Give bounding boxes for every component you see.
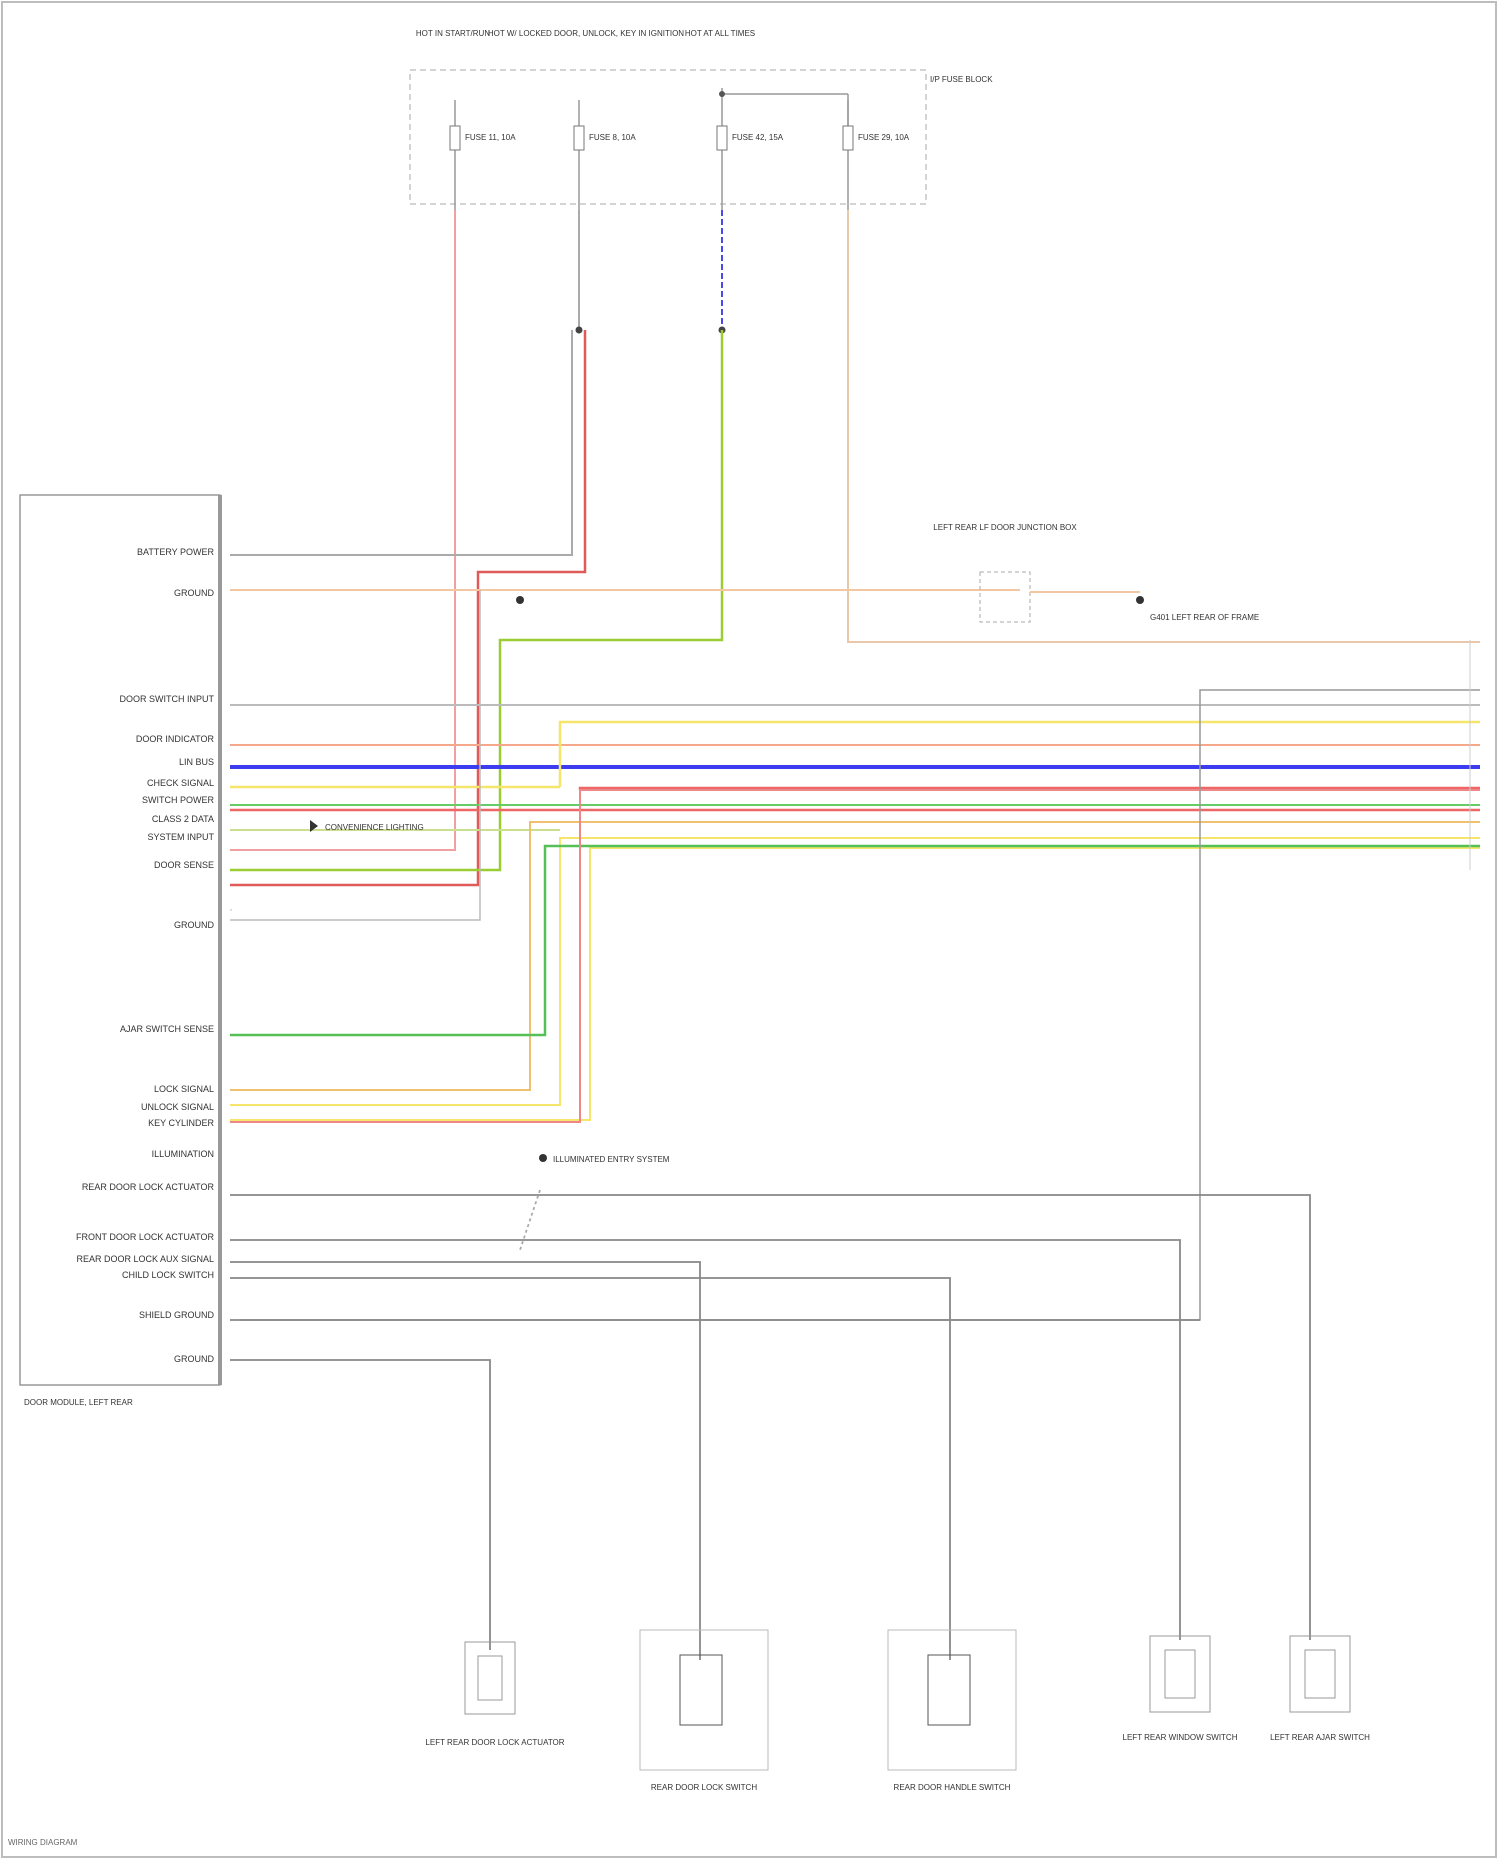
module-pin-label: CHECK SIGNAL (147, 778, 214, 788)
module-pin-label: CLASS 2 DATA (152, 814, 214, 824)
module-pin-label: CHILD LOCK SWITCH (122, 1270, 214, 1280)
module-pin-label: FRONT DOOR LOCK ACTUATOR (76, 1232, 215, 1242)
component-label-5: LEFT REAR AJAR SWITCH (1270, 1733, 1370, 1742)
fuse-4: FUSE 29, 10A (843, 100, 910, 210)
svg-text:LEFT REAR LF DOOR JUNCTION BOX: LEFT REAR LF DOOR JUNCTION BOX (933, 523, 1077, 532)
module-pin-label: BATTERY POWER (137, 547, 215, 557)
module-pin-label: UNLOCK SIGNAL (141, 1102, 214, 1112)
module-pin-label: DOOR SENSE (154, 860, 214, 870)
module-pin-label: SYSTEM INPUT (147, 832, 214, 842)
module-pin-label: GROUND (174, 920, 214, 930)
component-label-3: REAR DOOR HANDLE SWITCH (894, 1783, 1011, 1792)
module-pin-label: DOOR SWITCH INPUT (120, 694, 215, 704)
component-lock-actuator (465, 1642, 515, 1714)
fuse-source-1: HOT IN START/RUN (416, 29, 490, 38)
svg-text:FUSE 42, 15A: FUSE 42, 15A (732, 133, 784, 142)
module-pin-label: GROUND (174, 1354, 214, 1364)
footer: WIRING DIAGRAM (8, 1838, 77, 1847)
module-body (20, 495, 220, 1385)
module-pin-label: LOCK SIGNAL (154, 1084, 214, 1094)
junction-connector: LEFT REAR LF DOOR JUNCTION BOX G401 LEFT… (933, 523, 1259, 622)
fuse-block: HOT IN START/RUN HOT W/ LOCKED DOOR, UNL… (410, 29, 993, 210)
svg-text:FUSE 29, 10A: FUSE 29, 10A (858, 133, 910, 142)
fuse-feed-wires (230, 210, 1480, 885)
module-pin-label: REAR DOOR LOCK ACTUATOR (82, 1182, 215, 1192)
module-pin-label: ILLUMINATION (152, 1149, 214, 1159)
fuse-2: FUSE 8, 10A (574, 100, 636, 210)
svg-text:CONVENIENCE LIGHTING: CONVENIENCE LIGHTING (325, 823, 424, 832)
module-pin-label: SHIELD GROUND (139, 1310, 215, 1320)
door-module: DOOR MODULE, LEFT REAR BATTERY POWER GROU… (20, 495, 220, 1407)
ground-point (1136, 596, 1144, 604)
component-ajar-switch (1290, 1636, 1350, 1712)
component-handle-switch (888, 1630, 1016, 1770)
svg-text:FUSE 8, 10A: FUSE 8, 10A (589, 133, 636, 142)
fuse-source-3: HOT AT ALL TIMES (685, 29, 755, 38)
module-pin-label: SWITCH POWER (142, 795, 214, 805)
fuse-1: FUSE 11, 10A (450, 100, 516, 210)
module-pin-label: AJAR SWITCH SENSE (120, 1024, 214, 1034)
notes: CONVENIENCE LIGHTING ILLUMINATED ENTRY S… (310, 596, 670, 1164)
component-window-switch (1150, 1636, 1210, 1712)
module-pin-label: LIN BUS (179, 757, 214, 767)
component-lock-switch (640, 1630, 768, 1770)
fuse-source-2: HOT W/ LOCKED DOOR, UNLOCK, KEY IN IGNIT… (488, 29, 684, 38)
component-label-1: LEFT REAR DOOR LOCK ACTUATOR (425, 1738, 564, 1747)
component-label-4: LEFT REAR WINDOW SWITCH (1123, 1733, 1238, 1742)
component-label-2: REAR DOOR LOCK SWITCH (651, 1783, 757, 1792)
lower-components: LEFT REAR DOOR LOCK ACTUATOR REAR DOOR L… (425, 1630, 1370, 1792)
svg-text:FUSE 11, 10A: FUSE 11, 10A (465, 133, 516, 142)
module-pin-labels: BATTERY POWER GROUND DOOR SWITCH INPUT DOOR… (76, 547, 215, 1364)
module-pin-label: REAR DOOR LOCK AUX SIGNAL (76, 1254, 214, 1264)
module-pin-label: GROUND (174, 588, 214, 598)
svg-text:G401 LEFT REAR OF FRAME: G401 LEFT REAR OF FRAME (1150, 613, 1259, 622)
module-pin-label: DOOR INDICATOR (136, 734, 215, 744)
svg-text:ILLUMINATED ENTRY SYSTEM: ILLUMINATED ENTRY SYSTEM (553, 1155, 670, 1164)
bus-wires (230, 590, 1480, 1320)
fuse-3: FUSE 42, 15A (717, 88, 784, 210)
fuse-box-label: I/P FUSE BLOCK (930, 75, 993, 84)
lower-harness (230, 1190, 1310, 1660)
module-label: DOOR MODULE, LEFT REAR (24, 1398, 133, 1407)
module-pin-label: KEY CYLINDER (148, 1118, 214, 1128)
